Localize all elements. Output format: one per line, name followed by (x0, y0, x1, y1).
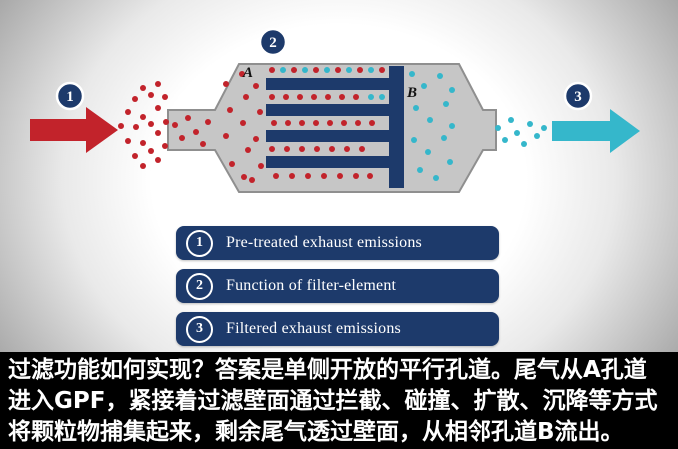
channel-b-label: B (406, 85, 417, 101)
caption-line-3: 将颗粒物捕集起来，剩余尾气透过壁面，从相邻孔道B流出。 (8, 419, 624, 445)
legend-item-filtered: 3 Filtered exhaust emissions (176, 312, 499, 346)
caption-bar: 过滤功能如何实现？答案是单侧开放的平行孔道。尾气从A孔道 进入GPF，紧接着过滤… (0, 352, 678, 449)
svg-text:2: 2 (269, 35, 277, 51)
legend-item-pretreated: 1 Pre-treated exhaust emissions (176, 226, 499, 260)
filter-element-channels (266, 66, 404, 188)
channel-a-label: A (242, 65, 253, 81)
svg-text:1: 1 (66, 89, 74, 105)
particle-dots (118, 67, 547, 183)
legend-num-3: 3 (186, 315, 213, 343)
outlet-arrow-icon (552, 109, 640, 153)
legend-num-2: 2 (186, 272, 213, 300)
caption-line-1: 过滤功能如何实现？答案是单侧开放的平行孔道。尾气从A孔道 (8, 357, 647, 383)
legend-label-3: Filtered exhaust emissions (226, 320, 401, 337)
legend-item-filter-element: 2 Function of filter-element (176, 269, 499, 303)
svg-text:3: 3 (574, 89, 582, 105)
marker-2: 2 (258, 27, 288, 57)
legend-label-1: Pre-treated exhaust emissions (226, 234, 422, 251)
legend-label-2: Function of filter-element (226, 277, 397, 294)
marker-1: 1 (55, 81, 85, 111)
marker-3: 3 (563, 81, 593, 111)
legend-num-1: 1 (186, 229, 213, 257)
inlet-arrow-icon (30, 107, 118, 153)
gpf-filter-diagram: A B 1 2 3 (30, 27, 640, 193)
legend: 1 Pre-treated exhaust emissions 2 Functi… (176, 226, 499, 346)
caption-line-2: 进入GPF，紧接着过滤壁面通过拦截、碰撞、扩散、沉降等方式 (8, 388, 658, 414)
filter-housing (167, 63, 497, 193)
